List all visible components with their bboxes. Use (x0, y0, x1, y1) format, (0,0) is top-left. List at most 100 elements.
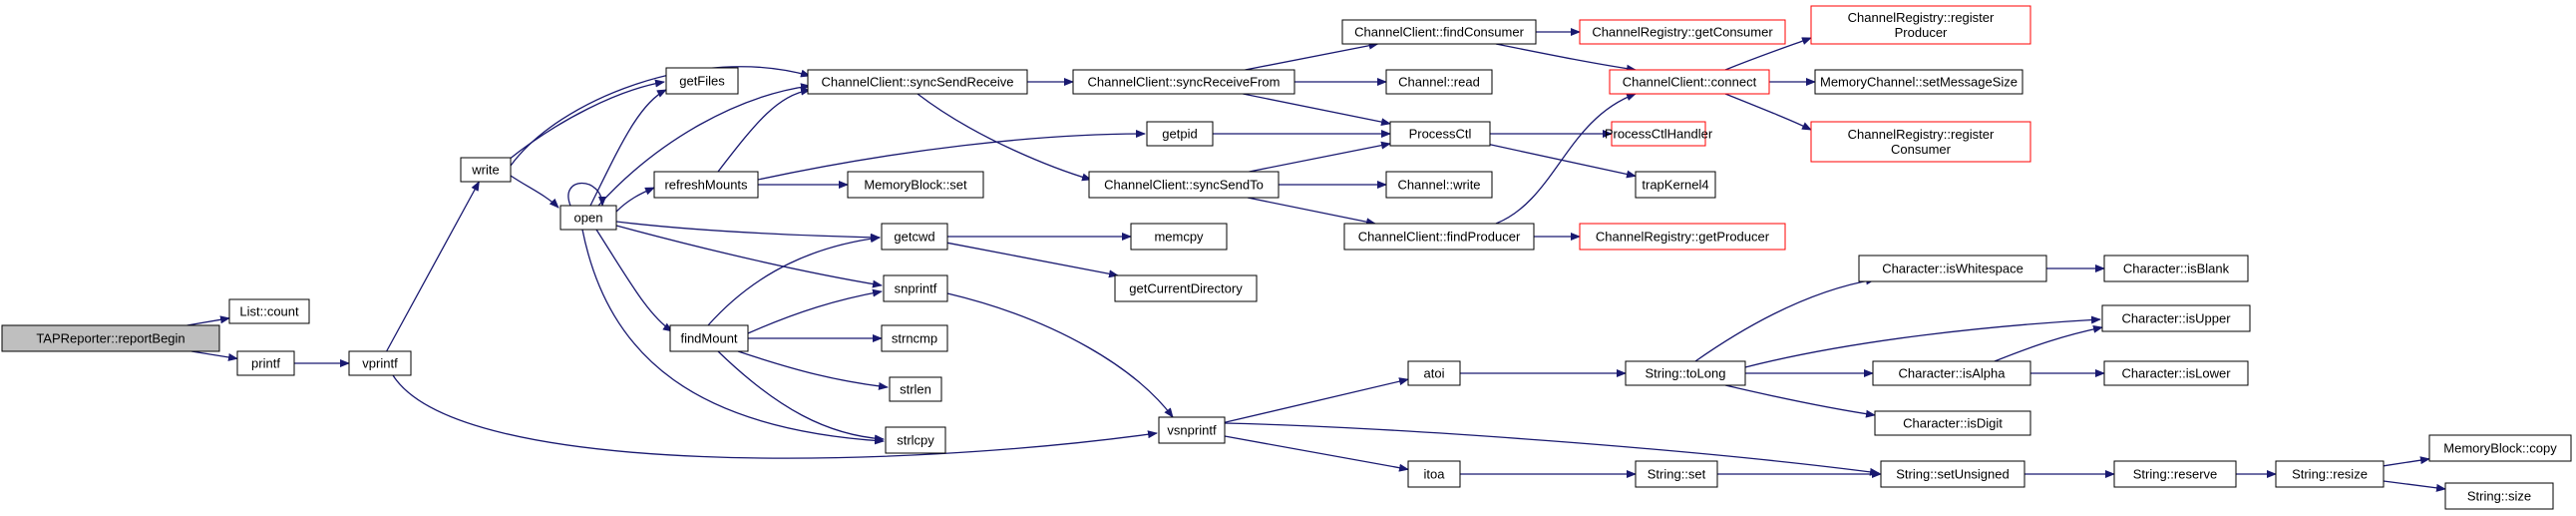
node-isAlpha[interactable]: Character::isAlpha (1872, 360, 2031, 386)
node-processCtl[interactable]: ProcessCtl (1389, 121, 1491, 147)
node-box (2113, 460, 2237, 488)
edge-syncSendReceive-to-syncSendTo (917, 93, 1092, 182)
edge-syncReceiveFrom-to-processCtl (1243, 93, 1391, 127)
node-box (2444, 482, 2554, 510)
node-memoryBlockSet[interactable]: MemoryBlock::set (847, 171, 984, 199)
node-trapKernel4[interactable]: trapKernel4 (1635, 171, 1716, 199)
node-snprintf[interactable]: snprintf (883, 274, 948, 302)
edge-findMount-to-strlen (737, 350, 889, 390)
node-label: TAPReporter::reportBegin (36, 331, 184, 346)
node-box (807, 69, 1028, 95)
node-box (1146, 121, 1214, 147)
node-syncReceiveFrom[interactable]: ChannelClient::syncReceiveFrom (1072, 69, 1295, 95)
node-atoi[interactable]: atoi (1407, 360, 1461, 386)
edge-connect-to-registerConsumer (1724, 93, 1812, 131)
node-isUpper[interactable]: Character::isUpper (2101, 304, 2251, 332)
node-resize[interactable]: String::resize (2275, 460, 2385, 488)
node-label: Character::isWhitespace (1882, 261, 2024, 276)
node-printf[interactable]: printf (236, 350, 295, 376)
node-getProducer[interactable]: ChannelRegistry::getProducer (1579, 223, 1786, 251)
node-stringSet[interactable]: String::set (1635, 460, 1718, 488)
node-strncmp[interactable]: strncmp (881, 324, 948, 352)
node-refreshMounts[interactable]: refreshMounts (653, 171, 759, 199)
node-stringToLong[interactable]: String::toLong (1625, 360, 1746, 386)
edge-resize-to-memoryBlockCopy (2383, 456, 2430, 467)
node-label: Character::isDigit (1903, 416, 2003, 431)
node-box (1407, 460, 1461, 488)
node-listCount[interactable]: List::count (228, 298, 310, 324)
node-label: MemoryBlock::set (864, 178, 967, 193)
node-connect[interactable]: ChannelClient::connect (1609, 69, 1770, 95)
node-getFiles[interactable]: getFiles (665, 67, 739, 95)
edge-findConsumer-to-connect (1495, 43, 1637, 73)
node-box (1635, 460, 1718, 488)
node-label: refreshMounts (664, 178, 748, 193)
node-box (883, 274, 948, 302)
node-open[interactable]: open (559, 205, 617, 231)
node-label: trapKernel4 (1642, 178, 1708, 193)
node-channelRead[interactable]: Channel::read (1385, 69, 1493, 95)
node-syncSendTo[interactable]: ChannelClient::syncSendTo (1088, 171, 1280, 199)
node-setUnsigned[interactable]: String::setUnsigned (1880, 460, 2025, 488)
edge-vprintf-to-vsnprintf (392, 374, 1158, 459)
node-label: itoa (1424, 467, 1446, 482)
node-label: String::set (1648, 467, 1706, 482)
node-strlen[interactable]: strlen (889, 376, 942, 402)
node-itoa[interactable]: itoa (1407, 460, 1461, 488)
node-isDigit[interactable]: Character::isDigit (1874, 410, 2031, 436)
node-label: ChannelClient::connect (1623, 75, 1757, 90)
node-label: ChannelClient::syncReceiveFrom (1088, 75, 1281, 90)
edge-findMount-to-snprintf (747, 288, 883, 334)
node-memoryBlockCopy[interactable]: MemoryBlock::copy (2428, 434, 2572, 462)
node-reserve[interactable]: String::reserve (2113, 460, 2237, 488)
node-setMessageSize[interactable]: MemoryChannel::setMessageSize (1814, 69, 2024, 95)
node-reportBegin[interactable]: TAPReporter::reportBegin (1, 324, 220, 352)
node-memcpy[interactable]: memcpy (1130, 223, 1228, 251)
node-box (881, 223, 948, 251)
node-label: getCurrentDirectory (1129, 281, 1243, 296)
node-box (2275, 460, 2385, 488)
node-stringSize[interactable]: String::size (2444, 482, 2554, 510)
node-label: ChannelClient::syncSendReceive (822, 75, 1014, 90)
node-label: Character::isLower (2121, 366, 2231, 381)
node-syncSendReceive[interactable]: ChannelClient::syncSendReceive (807, 69, 1028, 95)
node-box (847, 171, 984, 199)
node-vsnprintf[interactable]: vsnprintf (1158, 416, 1226, 444)
edge-getcwd-to-getCurrentDirectory (946, 242, 1119, 278)
node-write[interactable]: write (460, 157, 512, 183)
edge-syncReceiveFrom-to-findConsumer (1245, 41, 1379, 71)
node-channelWrite[interactable]: Channel::write (1385, 171, 1493, 199)
edge-vprintf-to-write (386, 181, 480, 352)
node-isBlank[interactable]: Character::isBlank (2103, 255, 2249, 282)
node-vprintf[interactable]: vprintf (348, 350, 412, 376)
node-label: vsnprintf (1167, 423, 1217, 438)
node-getConsumer[interactable]: ChannelRegistry::getConsumer (1579, 19, 1786, 45)
node-box (1858, 255, 2047, 282)
node-getpid[interactable]: getpid (1146, 121, 1214, 147)
node-getCurrentDirectory[interactable]: getCurrentDirectory (1114, 274, 1258, 302)
node-box (1874, 410, 2031, 436)
edge-processCtl-to-trapKernel4 (1489, 144, 1637, 179)
node-box (236, 350, 295, 376)
edge-refreshMounts-to-getpid (757, 130, 1146, 181)
node-getcwd[interactable]: getcwd (881, 223, 948, 251)
node-label: String::resize (2292, 467, 2368, 482)
node-box (1389, 121, 1491, 147)
node-box (1611, 121, 1706, 147)
node-label: String::size (2467, 489, 2531, 504)
node-findProducer[interactable]: ChannelClient::findProducer (1343, 223, 1535, 251)
node-strlcpy[interactable]: strlcpy (885, 426, 946, 454)
edge-open-to-findMount (595, 229, 673, 332)
node-findConsumer[interactable]: ChannelClient::findConsumer (1341, 19, 1537, 45)
edge-open-to-open (567, 183, 606, 207)
node-findMount[interactable]: findMount (669, 324, 749, 352)
node-box (460, 157, 512, 183)
node-isLower[interactable]: Character::isLower (2103, 360, 2249, 386)
node-isWhitespace[interactable]: Character::isWhitespace (1858, 255, 2047, 282)
node-box (669, 324, 749, 352)
node-processCtlHandler[interactable]: ProcessCtlHandler (1605, 121, 1713, 147)
